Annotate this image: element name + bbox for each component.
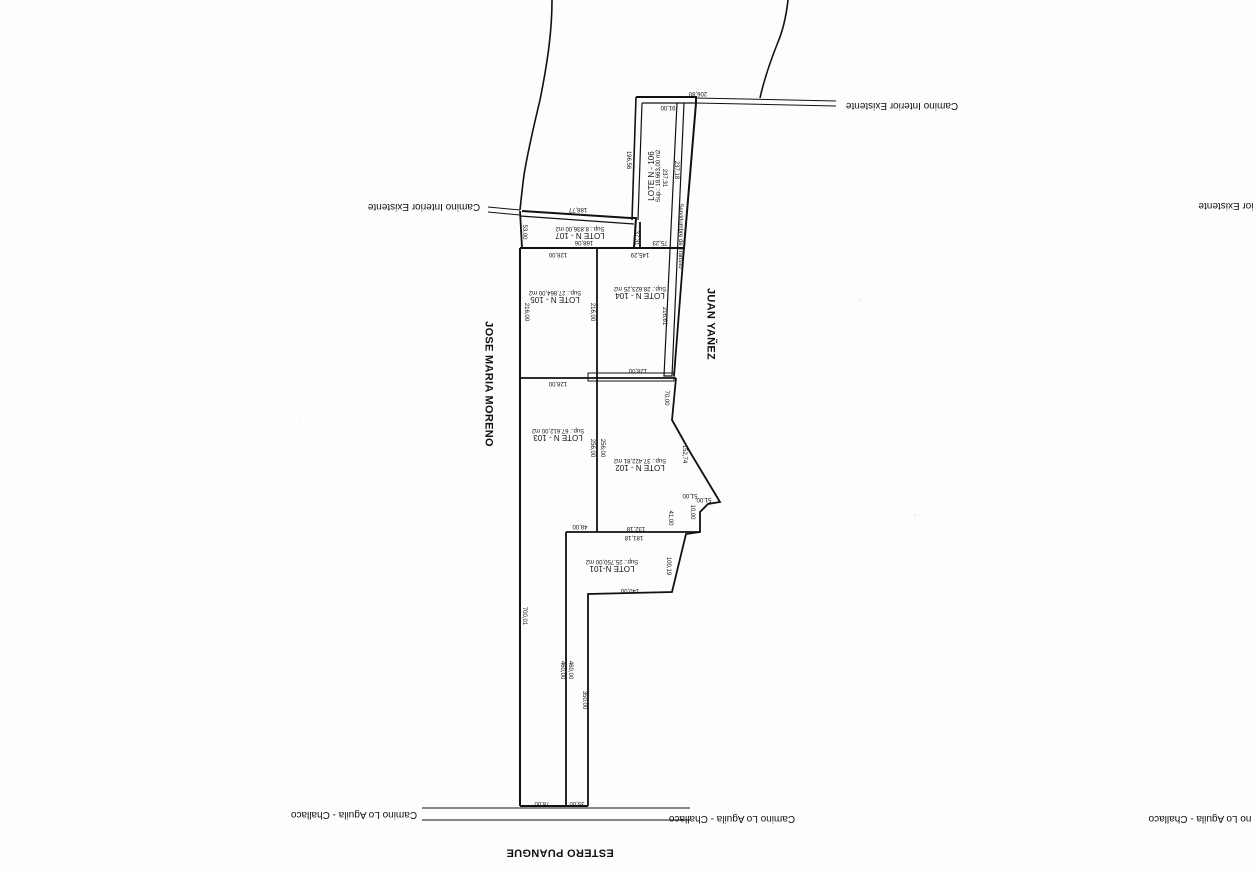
label-jose-maria-moreno: JOSE MARIA MORENO (482, 321, 495, 447)
dim-label: 145,29 (630, 251, 650, 257)
lote-102-sup: Sup.: 37.422,81 m2 (613, 457, 667, 463)
dim-label: 460,00 (559, 660, 565, 680)
label-camino-interior-right-edge: ior Existente (1198, 200, 1254, 211)
lote-107-sup: Sup.: 8.836,00 m2 (555, 225, 605, 231)
dim-label: 350,00 (581, 690, 587, 710)
lote-107-name: LOTE N - 107 (555, 231, 605, 240)
dim-label: 10,00 (689, 504, 695, 520)
lote-102-label: LOTE N - 102 Sup.: 37.422,81 m2 (613, 457, 667, 472)
dim-label: 75,23 (652, 239, 668, 245)
lote-104-sup: Sup.: 28.623,25 m2 (613, 285, 667, 291)
dim-label: 460,00 (567, 660, 573, 680)
camino-interior-top-line1 (695, 97, 837, 102)
servidumbre-strip (663, 102, 685, 377)
label-camino-interior-top: Camino Interior Existente (845, 100, 959, 111)
dim-label: 206,80 (688, 90, 708, 96)
dim-label: 37,31 (633, 230, 639, 246)
dim-label: 196,56 (625, 150, 631, 170)
dim-label: 216,61 (661, 306, 667, 326)
label-camino-aguila-right-edge: no Lo Aguila - Challaco (1148, 813, 1252, 824)
dim-label: 216,00 (589, 302, 595, 322)
dim-label: 48,00 (572, 523, 588, 529)
creek-left-line (519, 0, 553, 211)
lote-101-name: LOTE N-101 (589, 564, 635, 573)
dim-label: 128,00 (548, 380, 568, 386)
lote-105-sup: Sup.: 27.864,00 m2 (528, 289, 582, 295)
dim-label: 51,00 (696, 496, 712, 502)
creek-right-line (759, 0, 789, 99)
dim-label: 41,00 (667, 510, 673, 526)
lote-106-name: LOTE N - 106 (647, 151, 656, 201)
lote-105-label: LOTE N - 105 Sup.: 27.864,00 m2 (528, 289, 582, 304)
label-camino-interior-left: Camino Interior Existente (367, 201, 481, 212)
dim-label: 152,74 (681, 444, 687, 464)
dim-label: 700,01 (521, 606, 527, 626)
dim-label: 188,77 (568, 206, 588, 212)
dim-label: 132,18 (626, 525, 646, 531)
dim-label: 216,00 (523, 302, 529, 322)
dim-label: 100,19 (665, 556, 671, 576)
dim-label: 168,06 (574, 239, 594, 245)
dim-label: 140,00 (620, 587, 640, 593)
dim-label: 237,31 (661, 168, 667, 188)
lote-106-inner-edge (631, 96, 637, 221)
dim-label: 91,00 (660, 104, 676, 110)
servidumbre-crossing (587, 372, 675, 382)
dim-label: 181,18 (624, 534, 644, 540)
dim-label: 70,00 (663, 390, 669, 406)
dim-label: 53,00 (521, 224, 527, 240)
label-servidumbre: Servidumbre de Transito (677, 203, 683, 269)
lote-106-inner-edge2 (637, 102, 643, 221)
dim-label: 35,00 (569, 800, 585, 806)
lote-106-boundary (521, 96, 697, 249)
label-camino-aguila-left: Camino Lo Aguila - Challaco (290, 809, 418, 820)
camino-interior-top-line2 (695, 102, 837, 107)
dim-label: 256,00 (589, 438, 595, 458)
lote-101-sup: Sup.: 25.750,00 m2 (585, 558, 639, 564)
label-estero-puangue: ESTERO PUANGUE (506, 846, 614, 859)
dim-label: 256,00 (599, 438, 605, 458)
lote-104-name: LOTE N - 104 (615, 291, 665, 300)
camino-interior-left-line2 (487, 211, 521, 216)
lote-101-label: LOTE N-101 Sup.: 25.750,00 m2 (585, 558, 639, 573)
lote-102-name: LOTE N - 102 (615, 463, 665, 472)
lote-103-name: LOTE N - 103 (533, 433, 583, 442)
lote-107-label: LOTE N - 107 Sup.: 8.836,00 m2 (555, 225, 605, 240)
lote-102-boundary (566, 377, 722, 533)
scan-noise (119, 39, 1176, 701)
lote-106-label: LOTE N - 106 Sup.: 18.663,00 m2 (647, 150, 662, 202)
dim-label: 51,00 (682, 492, 698, 498)
dim-label: 128,00 (628, 367, 648, 373)
lote-104-right (673, 247, 685, 377)
label-camino-aguila-right: Camino Lo Aguila - Challaco (668, 813, 796, 824)
lote-105-name: LOTE N - 105 (530, 295, 580, 304)
dim-label: 237,18 (673, 160, 679, 180)
lote-107-top (519, 215, 635, 225)
lote-104-label: LOTE N - 104 Sup.: 28.623,25 m2 (613, 285, 667, 300)
lote-103-sup: Sup.: 67.612,00 m2 (531, 427, 585, 433)
dim-label: 128,00 (548, 251, 568, 257)
dim-label: 78,00 (534, 800, 550, 806)
label-juan-yanez: JUAN YAÑEZ (704, 287, 717, 361)
lote-101-boundary (565, 531, 701, 806)
camino-interior-left-line1 (487, 206, 521, 211)
lote-103-label: LOTE N - 103 Sup.: 67.612,00 m2 (531, 427, 585, 442)
